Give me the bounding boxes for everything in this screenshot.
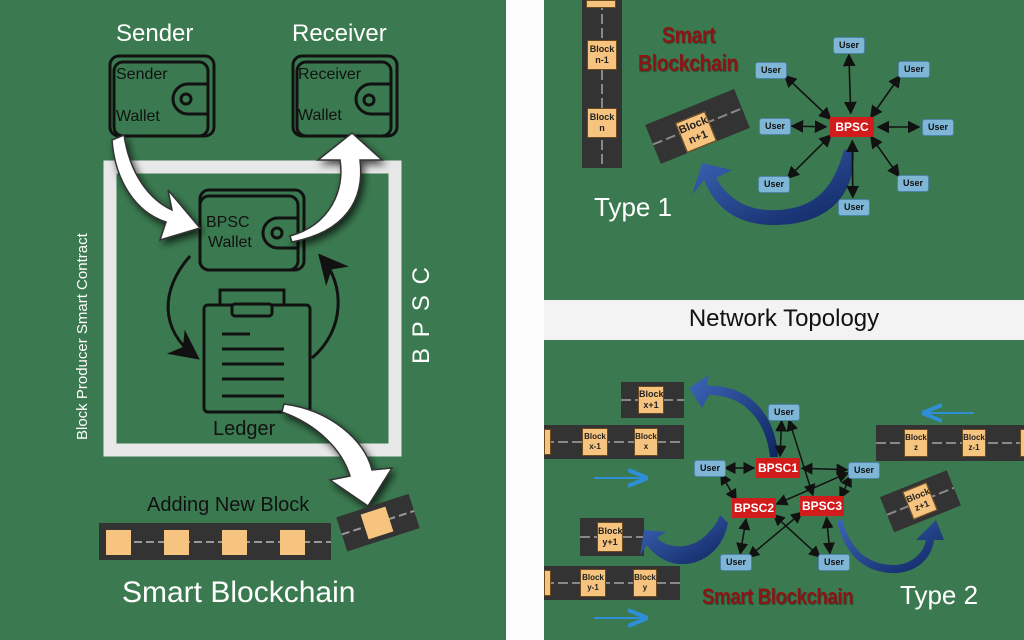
hub-user-edge [842, 53, 857, 115]
hub-user-edge [869, 74, 901, 119]
user-node: User [848, 462, 880, 479]
curved-arrow-to-new-block [692, 148, 855, 225]
workflow-graphics [99, 54, 420, 560]
adding-new-block-label: Adding New Block [147, 494, 310, 516]
type1-title-line1: Smart [662, 22, 716, 48]
block-producer-smart-contract-label: Block Producer Smart Contract [74, 233, 91, 440]
hub-user-edge [839, 474, 852, 500]
receiver-wallet-label-2: Wallet [298, 107, 342, 124]
user-node: User [818, 554, 850, 571]
bpsc-to-receiver-arrow [289, 132, 384, 243]
new-block-chain [336, 493, 420, 552]
hub-user-edge [747, 511, 803, 559]
user-node: User [768, 404, 800, 421]
hub-user-edge [821, 516, 835, 555]
user-node: User [922, 119, 954, 136]
curved-arrow-to-block-z1 [837, 518, 944, 574]
bpsc-workflow-panel: Sender Receiver Sender Wallet Receiver W… [0, 0, 506, 640]
sender-wallet-label-1: Sender [116, 66, 168, 83]
bpsc-hub: BPSC [830, 117, 874, 137]
bpsc-frame [103, 160, 402, 457]
chain-block [106, 530, 131, 555]
sender-wallet-icon [108, 54, 216, 138]
network-topology-bar: Network Topology [544, 300, 1024, 340]
hub-user-edge [790, 119, 828, 133]
hub-user-edge [783, 74, 832, 121]
hub-user-edge [786, 134, 833, 180]
bpsc-hub-3: BPSC3 [800, 496, 844, 516]
type2-label: Type 2 [900, 580, 979, 610]
hub-user-edge [800, 462, 849, 476]
bpsc-wallet-label-2: Wallet [208, 234, 252, 251]
receiver-wallet-icon [291, 54, 399, 138]
curved-arrow-to-block-x1 [689, 375, 778, 457]
network-topology-label: Network Topology [688, 305, 880, 332]
user-node: User [833, 37, 865, 54]
wallet-to-ledger-arrow [166, 255, 200, 360]
chain-x-block-prev [544, 429, 551, 455]
smart-blockchain-footer: Smart Blockchain [122, 576, 356, 609]
bpsc-vertical-label: B P S C [408, 265, 435, 364]
bpsc-wallet-label-1: BPSC [206, 214, 250, 231]
type1-graphics [582, 0, 921, 225]
chain-block [222, 530, 247, 555]
bpsc-hub-1: BPSC1 [756, 458, 800, 478]
hub-user-edge [720, 472, 737, 502]
user-node: User [758, 176, 790, 193]
sender-to-bpsc-arrow [111, 133, 202, 242]
sender-wallet-label-2: Wallet [116, 108, 160, 125]
user-node: User [755, 62, 787, 79]
chain-block [280, 530, 305, 555]
hub-user-edge [736, 517, 751, 555]
type1-title-line2: Blockchain [638, 50, 739, 76]
user-node: User [838, 199, 870, 216]
user-node: User [694, 460, 726, 477]
ledger-to-wallet-arrow [311, 253, 349, 360]
chain-y-block-prev [544, 570, 551, 596]
ledger-icon [202, 288, 312, 414]
main-chain-blocks [106, 530, 305, 555]
chain-z-block-next [1020, 429, 1024, 457]
ledger-to-chain-arrow [281, 403, 394, 508]
hub-user-edge [772, 513, 821, 558]
type1-label: Type 1 [594, 192, 673, 222]
sender-title: Sender [116, 20, 194, 47]
bpsc-hub-2: BPSC2 [732, 498, 776, 518]
type1-edges [783, 53, 921, 199]
user-node: User [720, 554, 752, 571]
ledger-label: Ledger [213, 418, 276, 440]
type2-title: Smart Blockchain [702, 584, 854, 609]
curved-arrow-to-block-y1 [640, 515, 728, 565]
type2-edges [720, 418, 852, 559]
new-block [360, 506, 394, 540]
user-node: User [898, 61, 930, 78]
chain-block-top [586, 0, 616, 8]
hub-user-edge [870, 135, 900, 178]
user-node: User [759, 118, 791, 135]
receiver-wallet-label-1: Receiver [298, 66, 362, 83]
hub-user-edge [774, 419, 788, 458]
hub-user-edge [786, 418, 816, 497]
receiver-title: Receiver [292, 20, 387, 47]
user-node: User [897, 175, 929, 192]
chain-block [164, 530, 189, 555]
